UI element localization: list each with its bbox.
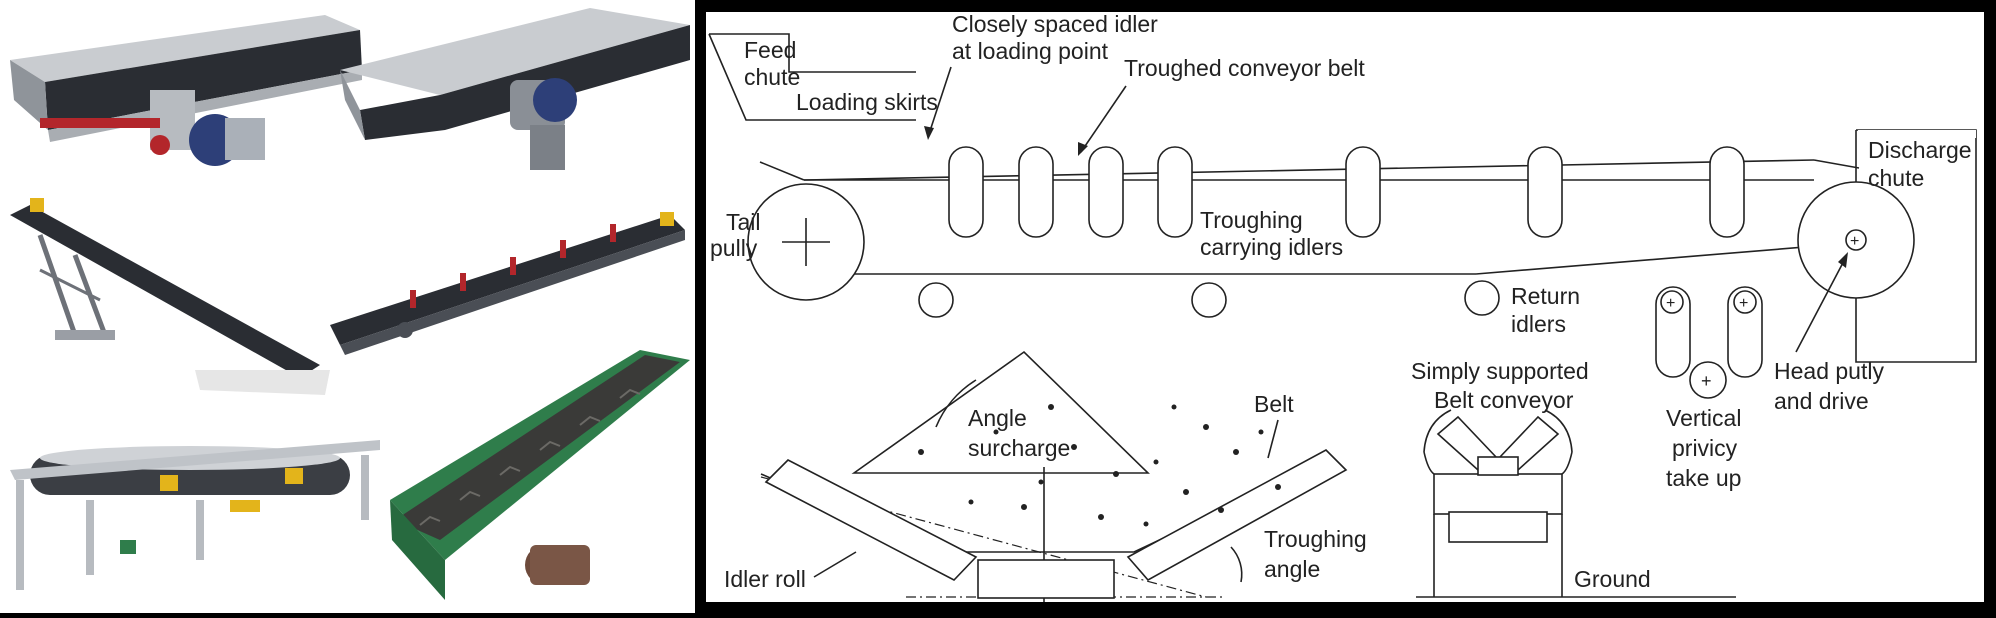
return-idlers-label-1: Return [1511,283,1580,309]
belt-label: Belt [1254,391,1294,417]
vertical-take-up: + + + Vertical privicy take up [1655,286,1763,491]
conveyor-photo-collage [0,0,695,613]
head-putly-label-2: and drive [1774,388,1869,414]
return-idlers [918,280,1500,318]
simply-supported-conveyor: Simply supported Belt conveyor Ground [1411,358,1736,598]
troughing-angle-label-2: angle [1264,556,1320,582]
troughing-carrying-idlers-label-2: carrying idlers [1200,234,1343,260]
carrying-idlers [948,146,1745,238]
loading-skirts-label: Loading skirts [796,89,938,115]
inclined-belt-conveyor-with-support-icon [10,198,330,395]
feed-chute: Feed chute Loading skirts [708,33,938,121]
closely-spaced-idler-pointer [927,66,952,138]
tail-pulley: Tail pully [710,183,865,301]
angle-surcharge-label-1: Angle [968,405,1027,431]
feed-chute-label-2: chute [744,64,800,90]
conveyor-belt-path [759,159,1867,283]
head-pulley-and-discharge-chute: + Discharge chute Head putly and drive [1774,129,1977,414]
svg-text:+: + [1739,295,1748,312]
simply-supported-label-1: Simply supported [1411,358,1589,384]
vertical-privicy-label-3: take up [1666,465,1741,491]
trough-cross-section: Angle surcharge Belt Troughing angle Idl… [724,350,1367,602]
troughed-conveyor-belt-label: Troughed conveyor belt [1124,55,1365,81]
inclined-belt-conveyor-red-rollers-icon [330,212,685,355]
svg-text:+: + [1701,371,1712,391]
green-chevron-belt-conveyor-icon [390,350,690,600]
closely-spaced-idler-label-2: at loading point [952,38,1109,64]
feed-chute-label-1: Feed [744,37,796,63]
svg-text:+: + [1666,295,1675,312]
angle-surcharge-label-2: surcharge [968,435,1070,461]
tail-pully-label-2: pully [710,235,758,261]
troughed-belt-pointer [1080,85,1127,153]
troughed-conveyor-with-ore-icon [10,440,380,590]
troughing-carrying-idlers-label-1: Troughing [1200,207,1303,233]
troughing-angle-label-1: Troughing [1264,526,1367,552]
vertical-privicy-label-2: privicy [1672,435,1738,461]
flat-belt-conveyor-with-gearmotor-icon [340,8,690,170]
ground-label: Ground [1574,566,1651,592]
discharge-chute-label-1: Discharge [1868,137,1972,163]
svg-text:+: + [1850,233,1859,250]
head-putly-label-1: Head putly [1774,358,1884,384]
closely-spaced-idler-label-1: Closely spaced idler [952,12,1158,37]
simply-supported-label-2: Belt conveyor [1434,387,1574,413]
discharge-chute-label-2: chute [1868,165,1924,191]
idler-roll-label: Idler roll [724,566,806,592]
flat-belt-conveyor-with-motor-icon [10,15,362,166]
belt-conveyor-diagram: Feed chute Loading skirts Closely spaced… [706,11,1984,602]
return-idlers-label-2: idlers [1511,311,1566,337]
vertical-privicy-label-1: Vertical [1666,405,1741,431]
tail-pully-label-1: Tail [726,209,761,235]
